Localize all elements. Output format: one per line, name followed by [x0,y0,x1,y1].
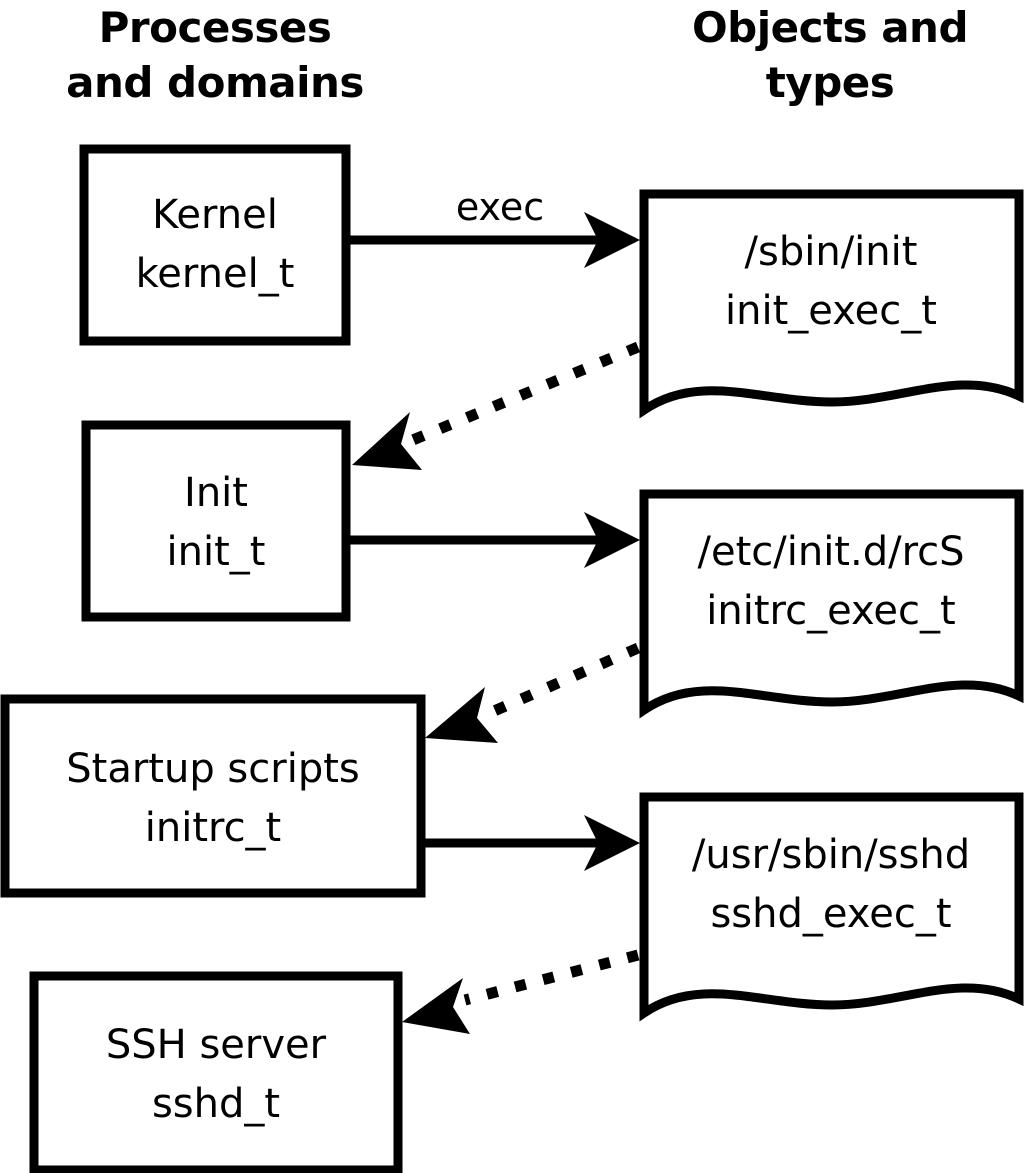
objects-header-line1: Objects and [692,3,968,52]
arrow-head-icon [402,978,470,1034]
node-startup-scripts-line1: Startup scripts [66,746,359,792]
node-kernel[interactable]: Kernel kernel_t [79,144,351,346]
node-ssh-server-line2: sshd_t [152,1081,280,1127]
node-box [0,694,426,898]
node-etc-initd-rcs[interactable]: /etc/init.d/rcS initrc_exec_t [639,489,1024,719]
node-init-line2: init_t [167,529,266,575]
node-sbin-init[interactable]: /sbin/init init_exec_t [639,189,1024,419]
node-box [29,971,403,1173]
document-shape [639,792,1024,1022]
arrow-head-icon [584,512,640,568]
processes-header-line2: and domains [66,58,364,107]
node-ssh-server[interactable]: SSH server sshd_t [29,971,403,1173]
arrow-head-icon [352,412,422,470]
edge-init-exec-initrc-exec [350,512,640,568]
edge-line [405,341,641,448]
node-init[interactable]: Init init_t [81,420,351,622]
node-sbin-init-line1: /sbin/init [745,229,918,275]
edge-label-exec: exec [456,185,544,229]
edge-sshd-exec-transition-sshd [402,949,640,1034]
node-etc-initd-rcs-line1: /etc/init.d/rcS [697,529,964,575]
column-header-processes: Processes and domains [66,3,364,107]
node-usr-sbin-sshd-line2: sshd_exec_t [710,891,951,937]
node-startup-scripts[interactable]: Startup scripts initrc_t [0,694,426,898]
document-shape [639,189,1024,419]
node-etc-initd-rcs-line2: initrc_exec_t [706,588,955,634]
node-kernel-line1: Kernel [152,192,278,238]
edge-initrc-exec-transition-initrc [425,642,641,743]
arrow-head-icon [584,815,640,871]
column-header-objects: Objects and types [692,3,969,107]
edge-kernel-exec-init-exec: exec [350,185,640,268]
arrow-head-icon [584,212,640,268]
node-usr-sbin-sshd[interactable]: /usr/sbin/sshd sshd_exec_t [639,792,1024,1022]
edge-line [482,642,641,721]
node-box [81,420,351,622]
node-init-line1: Init [184,470,248,516]
node-kernel-line2: kernel_t [136,251,295,297]
edge-line [463,949,640,1006]
node-box [79,144,351,346]
objects-header-line2: types [766,58,895,107]
arrow-head-icon [425,687,498,743]
edge-initrc-exec-sshd-exec [425,815,640,871]
document-shape [639,489,1024,719]
node-startup-scripts-line2: initrc_t [145,805,282,851]
edge-init-exec-transition-init [352,341,641,470]
node-usr-sbin-sshd-line1: /usr/sbin/sshd [692,832,970,878]
processes-header-line1: Processes [99,3,332,52]
node-sbin-init-line2: init_exec_t [725,288,937,334]
node-ssh-server-line1: SSH server [106,1022,327,1068]
